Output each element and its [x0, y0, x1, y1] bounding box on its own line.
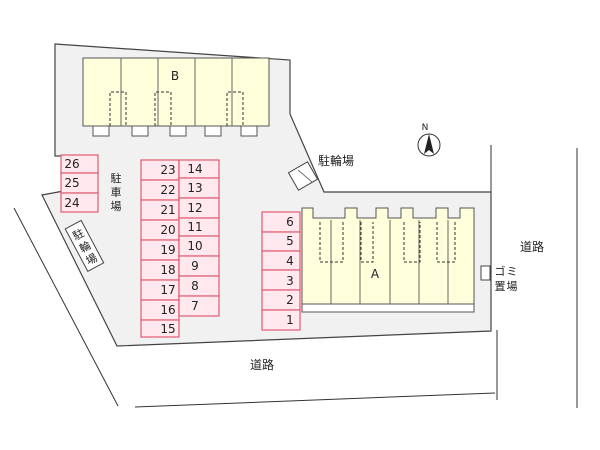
- garbage-label-char: 置: [495, 280, 506, 293]
- parking-space-label: 4: [286, 254, 294, 268]
- parking-space-label: 14: [187, 162, 202, 176]
- building-a-label: A: [371, 267, 380, 281]
- road-edge-left: [13, 207, 119, 407]
- building-b: B: [82, 57, 270, 137]
- parking-space-label: 26: [64, 157, 79, 171]
- compass-icon: N: [417, 123, 441, 157]
- parking-space-label: 5: [286, 234, 294, 248]
- parking-space-label: 17: [160, 283, 175, 297]
- parking-col-left: 26 25 24: [60, 154, 99, 213]
- parking-space-label: 23: [160, 163, 175, 177]
- compass-label: N: [422, 123, 429, 133]
- parking-space-label: 21: [160, 203, 175, 217]
- parking-space-1: [261, 309, 301, 331]
- parking-space-24: [60, 192, 99, 213]
- parking-space-label: 2: [286, 293, 294, 307]
- parking-space-label: 3: [286, 274, 294, 288]
- parking-space-7: [178, 295, 220, 317]
- parking-space-label: 11: [187, 220, 202, 234]
- parking-space-label: 1: [286, 313, 294, 327]
- building-b-label: B: [171, 69, 179, 83]
- garbage-label-char: ゴ: [495, 264, 506, 278]
- road-edge-bottom: [134, 392, 496, 408]
- parking-label-char: 場: [111, 200, 122, 213]
- bicycle-parking-top: 駐輪場: [287, 153, 354, 191]
- parking-space-label: 16: [160, 303, 175, 317]
- road-bottom-label: 道路: [250, 357, 274, 372]
- parking-space-label: 6: [286, 215, 294, 229]
- parking-space-label: 18: [160, 263, 175, 277]
- parking-col-mid-a: 23 22 21 20 19 18 17 16 15: [140, 159, 180, 338]
- bicycle-parking-side-char: 場: [84, 251, 100, 268]
- bicycle-parking-side: 駐 輪 場: [64, 219, 105, 272]
- parking-space-3: [261, 269, 301, 291]
- parking-space-label: 19: [160, 243, 175, 257]
- parking-space-5: [261, 231, 301, 252]
- garbage-label-char: 場: [507, 280, 518, 293]
- parking-space-8: [178, 275, 220, 297]
- parking-label-char: 車: [111, 185, 122, 199]
- parking-space-label: 12: [187, 201, 202, 215]
- parking-space-label: 25: [64, 176, 79, 190]
- parking-label: 駐 車 場: [111, 171, 122, 213]
- parking-space-4: [261, 250, 301, 271]
- building-a: A: [301, 207, 475, 313]
- garbage-area: ゴ ミ 置 場: [480, 264, 518, 293]
- garbage-label-char: ミ: [507, 265, 518, 278]
- bicycle-parking-top-label: 駐輪場: [318, 153, 354, 168]
- parking-space-9: [178, 255, 220, 277]
- parking-col-mid-b: 14 13 12 11 10 9 8 7: [178, 159, 220, 317]
- parking-label-char: 駐: [111, 171, 122, 185]
- parking-space-label: 22: [160, 183, 175, 197]
- parking-space-label: 20: [160, 223, 175, 237]
- parking-space-15: [140, 319, 180, 338]
- parking-space-label: 9: [191, 259, 199, 273]
- road-right-label: 道路: [520, 239, 544, 254]
- parking-space-label: 15: [160, 322, 175, 336]
- parking-space-label: 8: [191, 279, 199, 293]
- parking-space-6: [261, 211, 301, 233]
- parking-col-right: 6 5 4 3 2 1: [261, 211, 301, 331]
- parking-space-label: 7: [191, 299, 199, 313]
- parking-space-label: 10: [187, 239, 202, 253]
- parking-space-label: 13: [187, 181, 202, 195]
- parking-space-2: [261, 289, 301, 311]
- parking-space-label: 24: [64, 196, 79, 210]
